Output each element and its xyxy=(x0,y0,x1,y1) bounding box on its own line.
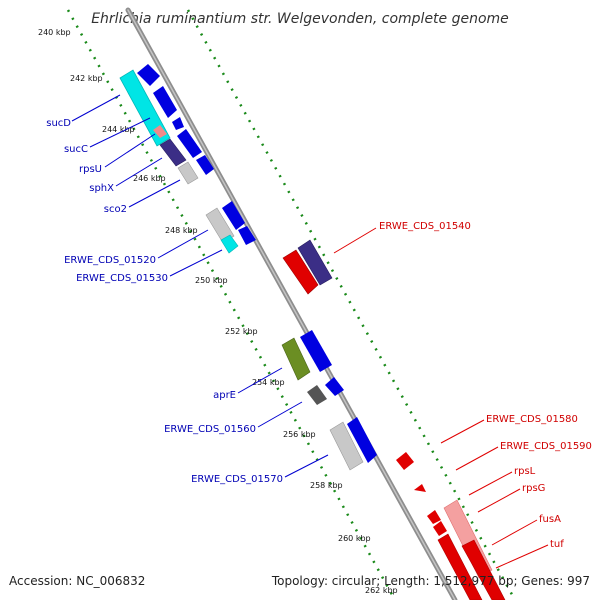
gene-purple-block[interactable] xyxy=(159,138,187,167)
tick-label: 262 kbp xyxy=(365,586,398,595)
gene-sucC[interactable] xyxy=(153,86,177,118)
gene-label: rpsU xyxy=(79,164,102,175)
left-gene-labels: sucD sucC rpsU sphX sco2 ERWE_CDS_01520 … xyxy=(46,118,283,485)
gene-ERWE_CDS_01520[interactable] xyxy=(222,201,245,230)
gene-label: sco2 xyxy=(104,204,127,215)
accession-text: Accession: NC_006832 xyxy=(9,574,145,588)
tick-label: 246 kbp xyxy=(133,174,166,183)
gene-blue-arrow[interactable] xyxy=(347,417,377,463)
gene-red-block[interactable] xyxy=(461,539,506,600)
tick-labels: 240 kbp 242 kbp 244 kbp 246 kbp 248 kbp … xyxy=(38,28,398,595)
gene-blue-arrow[interactable] xyxy=(137,64,160,86)
gene-label: ERWE_CDS_01560 xyxy=(164,424,256,435)
gene-label: sucD xyxy=(46,118,71,129)
gene-aprE[interactable] xyxy=(281,337,311,381)
genome-backbone-highlight xyxy=(127,9,456,600)
tick-label: 250 kbp xyxy=(195,276,228,285)
gene-rpsG[interactable] xyxy=(433,521,447,536)
gene-ERWE_CDS_01540[interactable] xyxy=(282,249,319,295)
gene-sphX[interactable] xyxy=(177,161,199,185)
gene-label: ERWE_CDS_01570 xyxy=(191,474,283,485)
gene-label: aprE xyxy=(213,390,236,401)
tick-label: 248 kbp xyxy=(165,226,198,235)
tick-label: 260 kbp xyxy=(338,534,371,543)
gene-ERWE_CDS_01570[interactable] xyxy=(329,421,364,471)
tick-label: 240 kbp xyxy=(38,28,71,37)
inner-features xyxy=(119,64,377,471)
tick-label: 256 kbp xyxy=(283,430,316,439)
gene-ERWE_CDS_01590[interactable] xyxy=(414,484,426,492)
gene-label: ERWE_CDS_01580 xyxy=(486,414,578,425)
gene-label: ERWE_CDS_01530 xyxy=(76,273,168,284)
gene-blue-arrow[interactable] xyxy=(177,129,202,158)
gene-rpsU[interactable] xyxy=(153,125,167,138)
tick-label: 244 kbp xyxy=(102,125,135,134)
gene-label: rpsL xyxy=(514,466,536,477)
outer-features xyxy=(282,239,506,600)
inner-track-guide xyxy=(66,9,397,600)
gene-blue-arrow[interactable] xyxy=(172,117,184,130)
topology-text: Topology: circular; Length: 1,512,977 bp… xyxy=(271,574,590,588)
gene-blue-arrow[interactable] xyxy=(238,226,256,245)
gene-fusA[interactable] xyxy=(437,533,483,600)
gene-label: fusA xyxy=(539,514,561,525)
outer-track-guide xyxy=(186,9,517,600)
gene-sco2[interactable] xyxy=(196,155,214,175)
gene-ERWE_CDS_01580[interactable] xyxy=(396,452,414,470)
gene-grey-block[interactable] xyxy=(205,207,235,244)
gene-label: rpsG xyxy=(522,483,545,494)
gene-ERWE_CDS_01530[interactable] xyxy=(220,234,239,254)
tick-label: 242 kbp xyxy=(70,74,103,83)
gene-blue-arrow[interactable] xyxy=(325,377,344,396)
map-title: Ehrlichia ruminantium str. Welgevonden, … xyxy=(91,11,509,27)
gene-label: ERWE_CDS_01520 xyxy=(64,255,156,266)
tick-label: 258 kbp xyxy=(310,481,343,490)
gene-label: ERWE_CDS_01540 xyxy=(379,221,471,232)
right-gene-labels: ERWE_CDS_01540 ERWE_CDS_01580 ERWE_CDS_0… xyxy=(379,221,592,550)
right-leader-lines xyxy=(333,227,549,569)
gene-label: sucC xyxy=(64,144,88,155)
gene-label: sphX xyxy=(89,183,114,194)
gene-label: tuf xyxy=(550,539,564,550)
left-leader-lines xyxy=(71,94,329,478)
gene-rpsL[interactable] xyxy=(427,510,441,524)
gene-purple-block[interactable] xyxy=(297,239,333,286)
tick-label: 252 kbp xyxy=(225,327,258,336)
gene-ERWE_CDS_01560[interactable] xyxy=(307,385,327,405)
tick-label: 254 kbp xyxy=(252,378,285,387)
gene-label: ERWE_CDS_01590 xyxy=(500,441,592,452)
gene-blue-arrow[interactable] xyxy=(300,330,332,372)
